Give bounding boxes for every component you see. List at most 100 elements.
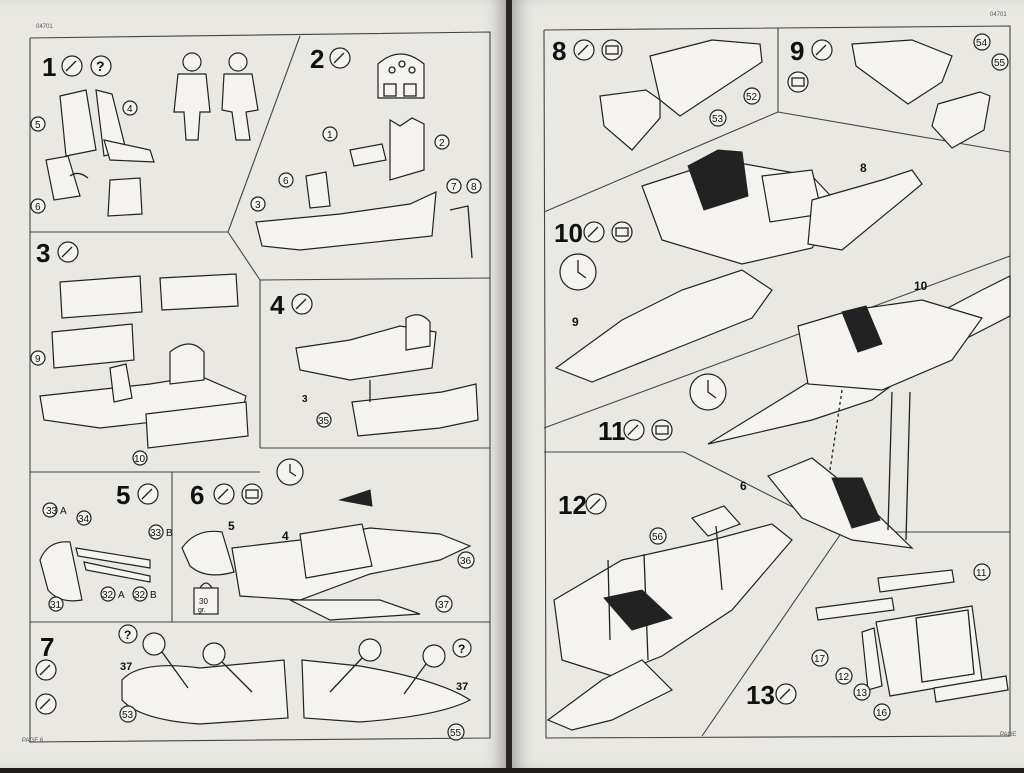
- step-1-panel: 1 ? 5 4 6: [30, 52, 259, 217]
- step-number: 3: [36, 238, 50, 268]
- weight-unit: gr.: [198, 607, 206, 614]
- step-number: 8: [552, 36, 566, 66]
- left-panel-grid: [29, 31, 491, 743]
- paint-brush-icon: [61, 55, 83, 77]
- step-5-panel: 5 33 A 34 33 B 32 A 32 B 31: [39, 480, 173, 612]
- callout: 6: [283, 176, 289, 187]
- callouts: 9 10: [30, 350, 148, 466]
- callouts: 1 2 6 3 7 8: [250, 126, 482, 212]
- step-9-panel: 9 54 55: [787, 33, 1009, 149]
- callout: 55: [994, 58, 1006, 69]
- right-panel-grid: [543, 25, 1011, 739]
- callout: 10: [914, 279, 928, 293]
- step-number: 11: [598, 416, 626, 446]
- callout: 31: [50, 600, 62, 611]
- weight-icon: 30 gr.: [193, 582, 219, 615]
- callout: 34: [78, 514, 90, 525]
- callout: 6: [740, 479, 747, 493]
- step-7-panel: 7 ? ? 37 37 53 55: [35, 624, 472, 741]
- weight-value: 30: [199, 597, 208, 606]
- callout: 37: [120, 661, 132, 673]
- callouts: 5 4 6: [30, 100, 138, 214]
- callout: A: [118, 590, 125, 601]
- step-8-panel: 8 52 53: [552, 36, 763, 151]
- paint-brush-icon: [213, 483, 235, 505]
- callout: 5: [35, 120, 41, 131]
- callout: 3: [255, 200, 261, 211]
- callouts: 54 55: [973, 33, 1009, 71]
- svg-text:?: ?: [458, 642, 465, 656]
- callout: 9: [35, 354, 41, 365]
- callouts: 5 4 36 37: [228, 519, 475, 613]
- callout: 11: [976, 568, 987, 579]
- callouts: 52 53: [709, 87, 761, 127]
- paint-brush-icon: [57, 241, 79, 263]
- callout: 37: [438, 600, 450, 611]
- callout: 55: [450, 728, 462, 739]
- question-mark-icon: ?: [118, 624, 138, 644]
- right-page-drawing: 04701 PAGE 8 52 53 9 54 55: [543, 12, 1016, 739]
- paint-brush-icon: [329, 47, 351, 69]
- step-11-panel: 11 10 6: [598, 275, 1011, 549]
- step-number: 5: [116, 480, 130, 510]
- callouts: 8 9: [572, 161, 867, 329]
- decal-icon: [601, 39, 623, 61]
- step-number: 2: [310, 44, 324, 74]
- callout: 6: [35, 202, 41, 213]
- callout: A: [60, 506, 67, 517]
- right-instruction-page: 04701 PAGE 8 52 53 9 54 55: [512, 0, 1024, 768]
- decal-icon: [651, 419, 673, 441]
- step-10-panel: 10 8 9: [554, 149, 923, 383]
- step-3-panel: 3 9 10: [30, 238, 249, 466]
- callout: 37: [456, 681, 468, 693]
- callouts: 37 37 53 55: [119, 661, 468, 741]
- pilot-figure-seated: [221, 52, 259, 141]
- callout: 53: [122, 710, 134, 721]
- paint-brush-icon: [35, 693, 57, 715]
- callout: 4: [127, 104, 133, 115]
- callout: 4: [282, 529, 289, 543]
- callout: 8: [471, 182, 477, 193]
- callouts: 56: [649, 527, 667, 545]
- callout: 32: [102, 590, 114, 601]
- callout: B: [150, 590, 157, 601]
- callout: 52: [746, 92, 758, 103]
- step-number: 10: [554, 218, 583, 248]
- callout: 53: [712, 114, 724, 125]
- book-gutter: [506, 0, 512, 768]
- left-footer-label: PAGE 6: [22, 738, 44, 744]
- question-mark-icon: ?: [90, 55, 112, 77]
- callout: 56: [652, 532, 664, 543]
- callout: 16: [876, 708, 888, 719]
- clock-icon: [276, 458, 304, 486]
- step-number: 1: [42, 52, 56, 82]
- paint-brush-icon: [583, 221, 605, 243]
- pilot-figure-standing: [173, 52, 211, 141]
- left-page-drawing: 04701 PAGE 6 1 ?: [22, 24, 491, 744]
- svg-text:?: ?: [124, 628, 131, 642]
- callout: 7: [451, 182, 457, 193]
- paint-brush-icon: [291, 293, 313, 315]
- question-mark-icon: ?: [452, 638, 472, 658]
- paint-brush-icon: [137, 483, 159, 505]
- step-number: 4: [270, 290, 285, 320]
- callout: 33: [46, 506, 58, 517]
- step-number: 6: [190, 480, 204, 510]
- callout: 13: [856, 688, 868, 699]
- callout: 36: [460, 556, 472, 567]
- step-number: 12: [558, 490, 587, 520]
- callout: 5: [228, 519, 235, 533]
- paint-brush-icon: [811, 39, 833, 61]
- callouts: 33 A 34 33 B 32 A 32 B 31: [42, 502, 173, 612]
- left-header-code: 04701: [36, 24, 53, 30]
- decal-icon: [241, 483, 263, 505]
- svg-text:?: ?: [96, 58, 105, 74]
- paint-brush-icon: [585, 493, 607, 515]
- callout: 2: [439, 138, 445, 149]
- clock-icon: [559, 253, 597, 291]
- callout: 8: [860, 161, 867, 175]
- callouts: 10 6: [740, 279, 928, 493]
- step-number: 13: [746, 680, 775, 710]
- right-header-code: 04701: [990, 12, 1007, 18]
- step-2-panel: 2 1 2 6 3 7 8: [250, 44, 482, 259]
